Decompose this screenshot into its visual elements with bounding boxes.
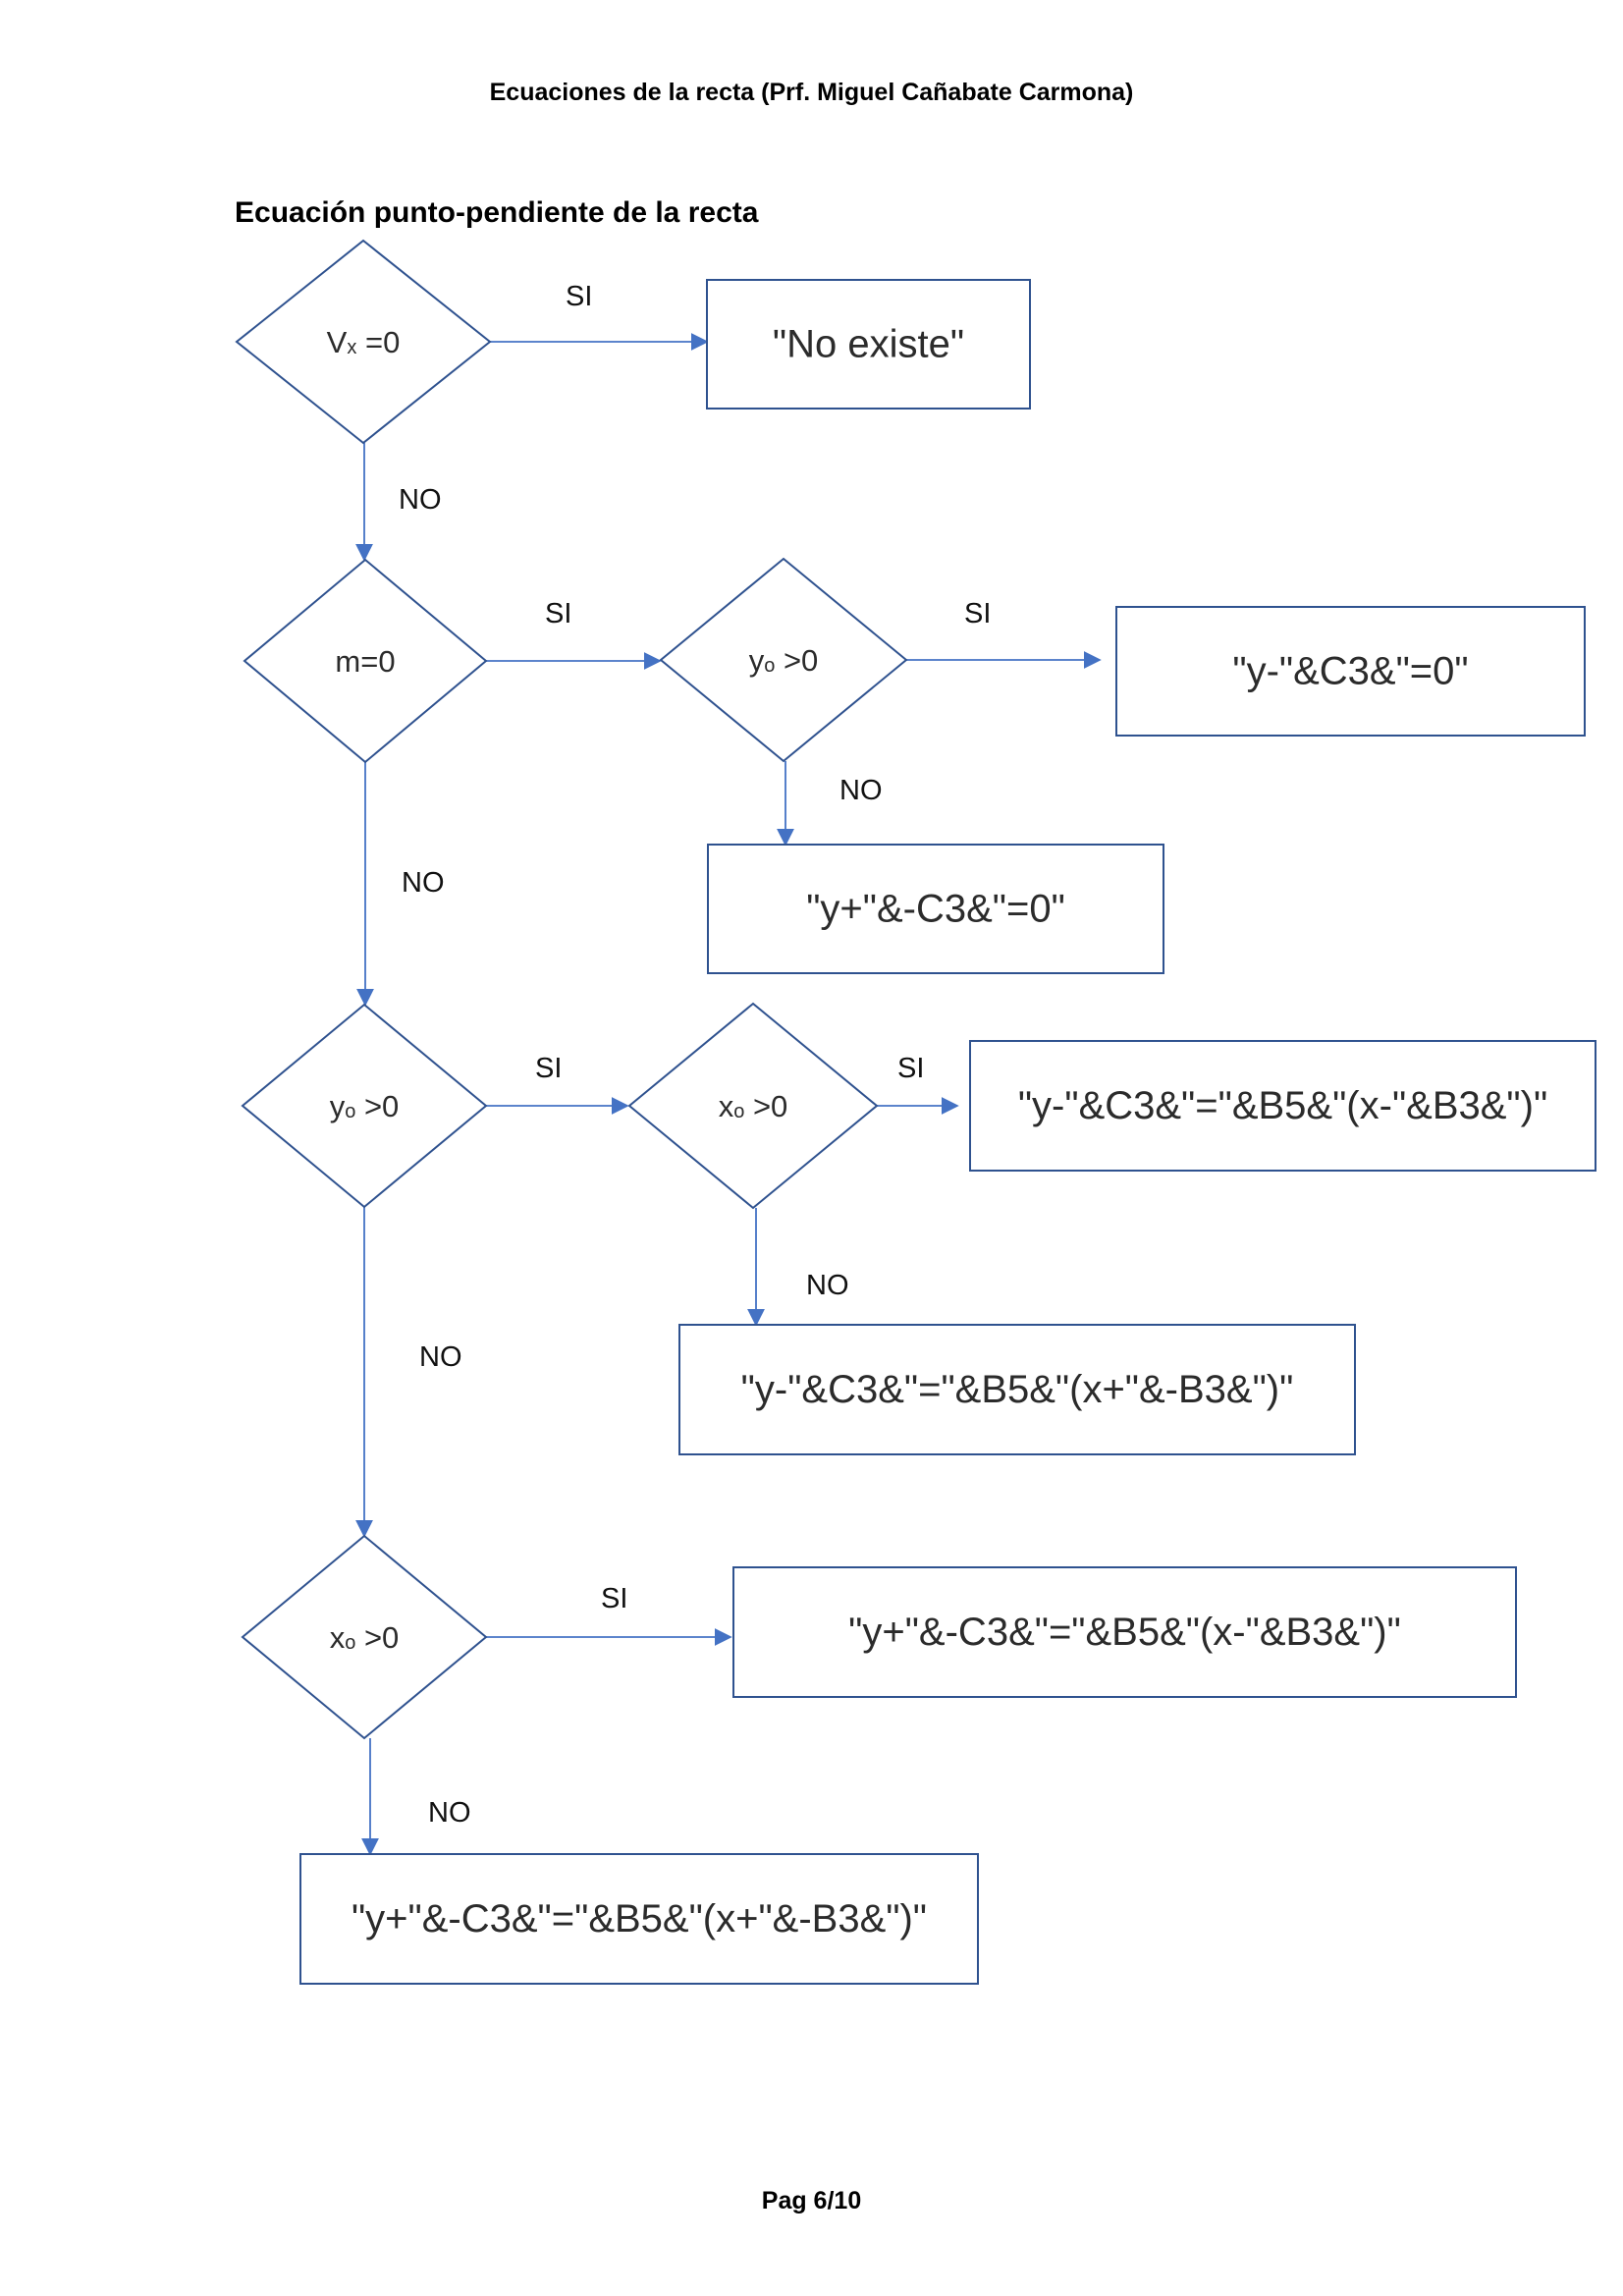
decision-condition: Vx =0	[327, 325, 401, 359]
output-node: "y-"&C3&"="&B5&"(x+"&-B3&")"	[678, 1324, 1356, 1455]
section-title: Ecuación punto-pendiente de la recta	[235, 196, 759, 229]
branch-label-si: SI	[545, 598, 571, 629]
decision-diamond	[243, 558, 488, 764]
decision-node: yo >0	[659, 557, 908, 763]
page-header: Ecuaciones de la recta (Prf. Miguel Caña…	[489, 79, 1134, 106]
decision-node: m=0	[243, 558, 488, 764]
branch-label-si: SI	[897, 1053, 924, 1084]
branch-label-no: NO	[806, 1270, 849, 1301]
output-node: "y-"&C3&"=0"	[1115, 606, 1586, 737]
output-node: "No existe"	[706, 279, 1031, 410]
output-box	[678, 1324, 1356, 1455]
decision-diamond	[241, 1534, 488, 1740]
output-formula: "y+"&-C3&"="&B5&"(x-"&B3&")"	[848, 1611, 1401, 1654]
branch-label-si: SI	[566, 281, 592, 312]
branch-label-no: NO	[839, 775, 883, 806]
output-formula: "y-"&C3&"="&B5&"(x+"&-B3&")"	[741, 1368, 1294, 1411]
output-box	[1115, 606, 1586, 737]
decision-node: xo >0	[241, 1534, 488, 1740]
output-formula: "y-"&C3&"=0"	[1232, 650, 1468, 693]
decision-condition: yo >0	[330, 1089, 400, 1123]
branch-label-no: NO	[402, 867, 445, 899]
decision-diamond	[235, 239, 492, 445]
decision-node: yo >0	[241, 1003, 488, 1209]
output-node: "y+"&-C3&"=0"	[707, 844, 1164, 974]
output-formula: "y+"&-C3&"="&B5&"(x+"&-B3&")"	[352, 1897, 927, 1941]
decision-condition: m=0	[335, 644, 395, 679]
branch-label-si: SI	[964, 598, 991, 629]
output-formula: "y-"&C3&"="&B5&"(x-"&B3&")"	[1018, 1084, 1547, 1127]
output-box	[706, 279, 1031, 410]
branch-label-si: SI	[601, 1583, 627, 1614]
branch-label-no: NO	[399, 484, 442, 516]
decision-condition: xo >0	[719, 1089, 788, 1123]
output-node: "y+"&-C3&"="&B5&"(x+"&-B3&")"	[299, 1853, 979, 1985]
decision-node: Vx =0	[235, 239, 492, 445]
output-node: "y+"&-C3&"="&B5&"(x-"&B3&")"	[732, 1566, 1517, 1698]
output-box	[299, 1853, 979, 1985]
output-box	[707, 844, 1164, 974]
nodes-layer: Vx =0 m=0 yo >0 yo >0 xo >0 xo >0 "No existe" "…	[235, 239, 1596, 1985]
decision-diamond	[241, 1003, 488, 1209]
decision-diamond	[627, 1002, 879, 1210]
branch-label-no: NO	[419, 1341, 462, 1373]
edges-layer	[355, 333, 1102, 1856]
output-formula: "y+"&-C3&"=0"	[806, 888, 1065, 931]
page-footer: Pag 6/10	[761, 2187, 862, 2214]
output-box	[732, 1566, 1517, 1698]
branch-label-no: NO	[428, 1797, 471, 1829]
branch-label-si: SI	[535, 1053, 562, 1084]
labels-layer: SI NO SI SI NO NO SI SI NO NO SI NO	[399, 281, 991, 1829]
output-box	[969, 1040, 1596, 1172]
decision-diamond	[659, 557, 908, 763]
output-node: "y-"&C3&"="&B5&"(x-"&B3&")"	[969, 1040, 1596, 1172]
decision-condition: yo >0	[749, 643, 819, 678]
decision-condition: xo >0	[330, 1620, 400, 1655]
decision-node: xo >0	[627, 1002, 879, 1210]
output-formula: "No existe"	[773, 323, 964, 366]
